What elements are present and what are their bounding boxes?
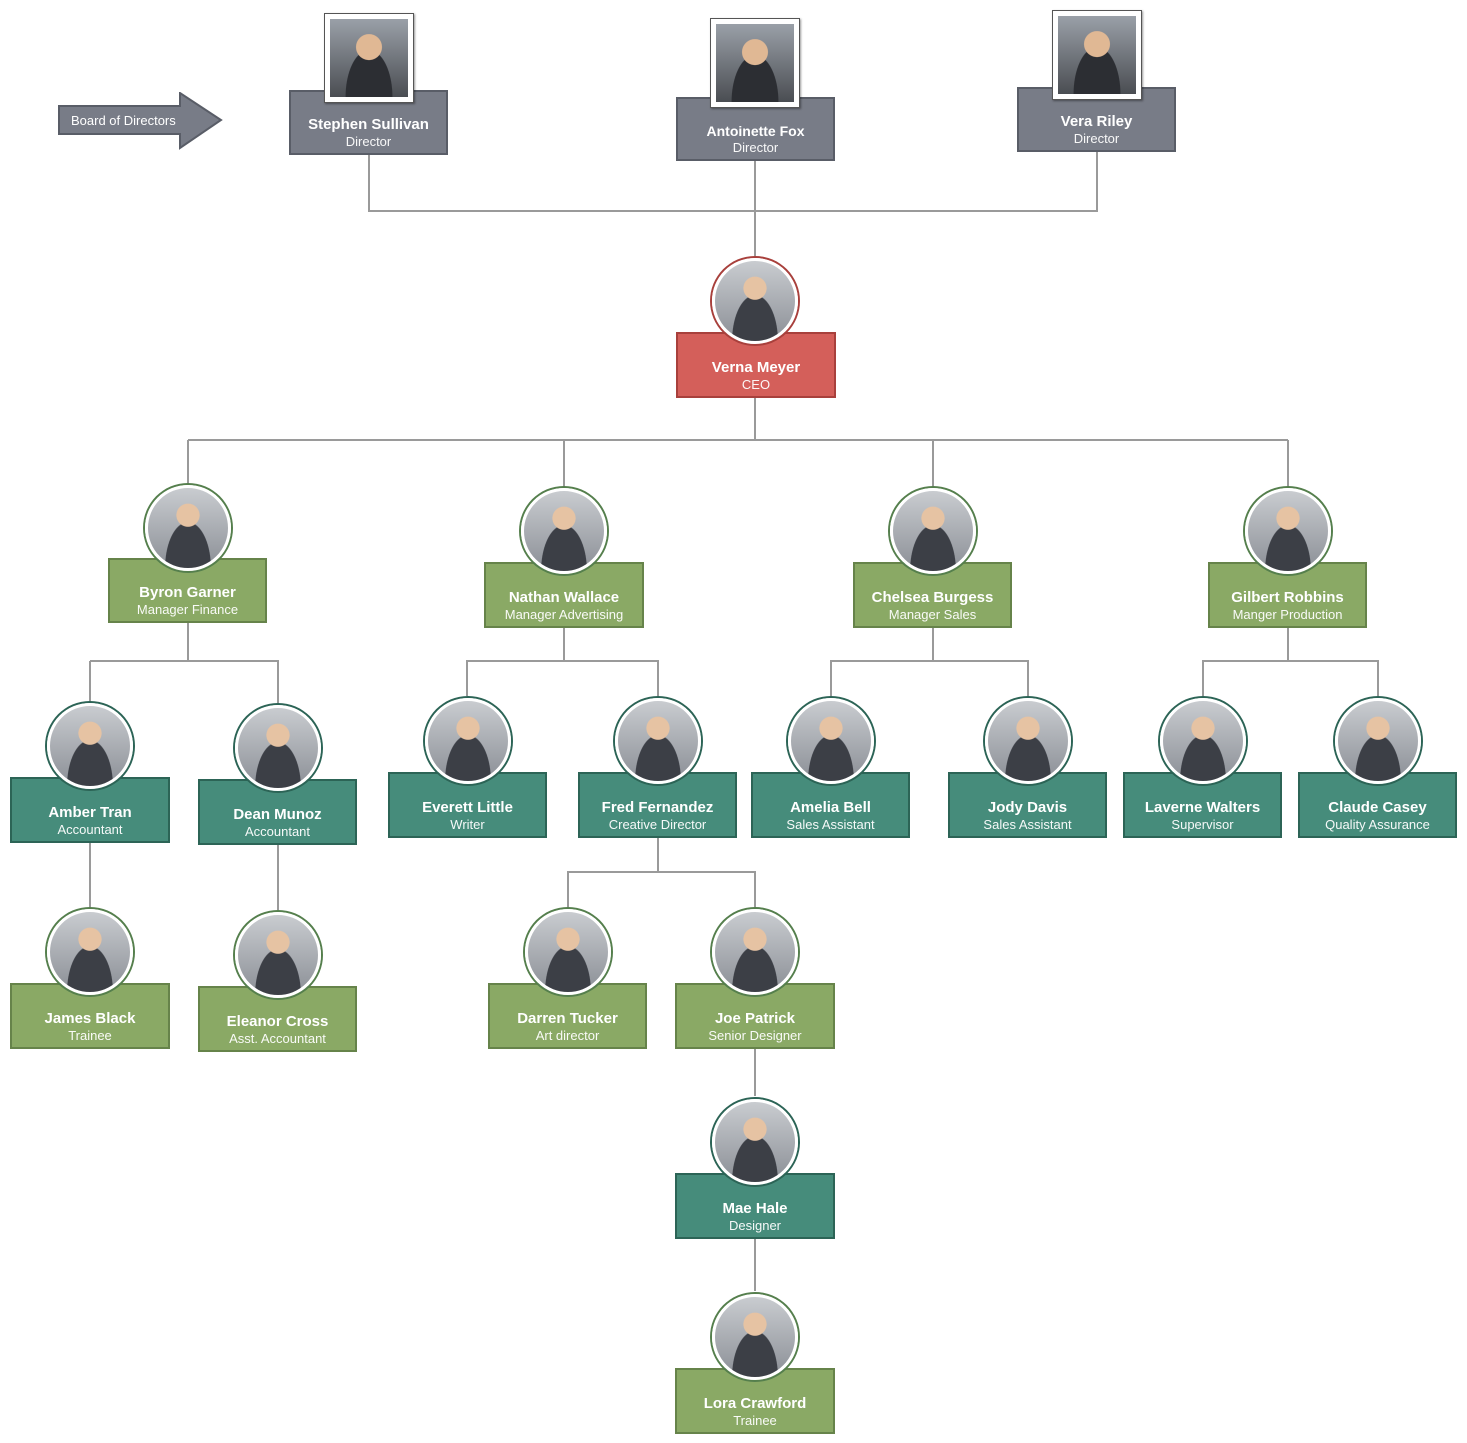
connector-byron-team — [90, 623, 278, 703]
person-role: Director — [291, 134, 446, 149]
person-name: Nathan Wallace — [486, 589, 642, 607]
person-role: Asst. Accountant — [200, 1031, 355, 1046]
person-name: Byron Garner — [110, 584, 265, 602]
person-name: Jody Davis — [950, 799, 1105, 817]
person-role: Trainee — [12, 1028, 168, 1043]
person-name: Amelia Bell — [753, 799, 908, 817]
person-role: Director — [1019, 131, 1174, 146]
avatar-amelia-bell — [788, 698, 874, 784]
person-name: Eleanor Cross — [200, 1013, 355, 1031]
person-role: Creative Director — [580, 817, 735, 832]
person-name: Antoinette Fox — [678, 122, 833, 140]
avatar-nathan-wallace — [521, 488, 607, 574]
person-role: Manager Finance — [110, 602, 265, 617]
avatar-vera-riley — [1052, 10, 1142, 100]
avatar-eleanor-cross — [235, 912, 321, 998]
person-role: Art director — [490, 1028, 645, 1043]
avatar-antoinette-fox — [710, 18, 800, 108]
avatar-amber-tran — [47, 703, 133, 789]
person-name: Laverne Walters — [1125, 799, 1280, 817]
person-name: Vera Riley — [1019, 113, 1174, 131]
avatar-jody-davis — [985, 698, 1071, 784]
connector-directors-to-ceo — [369, 152, 1097, 256]
connector-ceo-to-managers — [188, 398, 1288, 487]
connector-gilbert-team — [1203, 628, 1378, 696]
avatar-james-black — [47, 909, 133, 995]
person-name: Mae Hale — [677, 1200, 833, 1218]
person-role: Accountant — [200, 824, 355, 839]
person-name: Darren Tucker — [490, 1010, 645, 1028]
person-role: Manager Sales — [855, 607, 1010, 622]
avatar-gilbert-robbins — [1245, 488, 1331, 574]
person-role: Sales Assistant — [753, 817, 908, 832]
person-name: Fred Fernandez — [580, 799, 735, 817]
person-name: Joe Patrick — [677, 1010, 833, 1028]
person-role: Manager Advertising — [486, 607, 642, 622]
person-name: Amber Tran — [12, 804, 168, 822]
person-role: Sales Assistant — [950, 817, 1105, 832]
avatar-claude-casey — [1335, 698, 1421, 784]
person-role: Accountant — [12, 822, 168, 837]
person-role: Designer — [677, 1218, 833, 1233]
avatar-mae-hale — [712, 1099, 798, 1185]
avatar-dean-munoz — [235, 705, 321, 791]
person-name: Verna Meyer — [678, 359, 834, 377]
avatar-lora-crawford — [712, 1294, 798, 1380]
person-role: Senior Designer — [677, 1028, 833, 1043]
avatar-chelsea-burgess — [890, 488, 976, 574]
person-name: Chelsea Burgess — [855, 589, 1010, 607]
avatar-byron-garner — [145, 485, 231, 571]
person-role: Quality Assurance — [1300, 817, 1455, 832]
person-role: CEO — [678, 377, 834, 392]
person-name: Everett Little — [390, 799, 545, 817]
avatar-verna-meyer — [712, 258, 798, 344]
avatar-fred-fernandez — [615, 698, 701, 784]
person-role: Supervisor — [1125, 817, 1280, 832]
person-name: Stephen Sullivan — [291, 116, 446, 134]
avatar-laverne-walters — [1160, 698, 1246, 784]
avatar-everett-little — [425, 698, 511, 784]
person-role: Trainee — [677, 1413, 833, 1428]
person-name: James Black — [12, 1010, 168, 1028]
connector-nathan-team — [467, 628, 658, 696]
person-name: Lora Crawford — [677, 1395, 833, 1413]
person-name: Claude Casey — [1300, 799, 1455, 817]
board-of-directors-label: Board of Directors — [71, 113, 176, 128]
connector-chelsea-team — [831, 628, 1028, 696]
person-name: Dean Munoz — [200, 806, 355, 824]
person-role: Director — [678, 140, 833, 155]
avatar-darren-tucker — [525, 909, 611, 995]
person-role: Writer — [390, 817, 545, 832]
avatar-stephen-sullivan — [324, 13, 414, 103]
avatar-joe-patrick — [712, 909, 798, 995]
person-name: Gilbert Robbins — [1210, 589, 1365, 607]
person-role: Manger Production — [1210, 607, 1365, 622]
connector-fred-team — [568, 838, 755, 907]
